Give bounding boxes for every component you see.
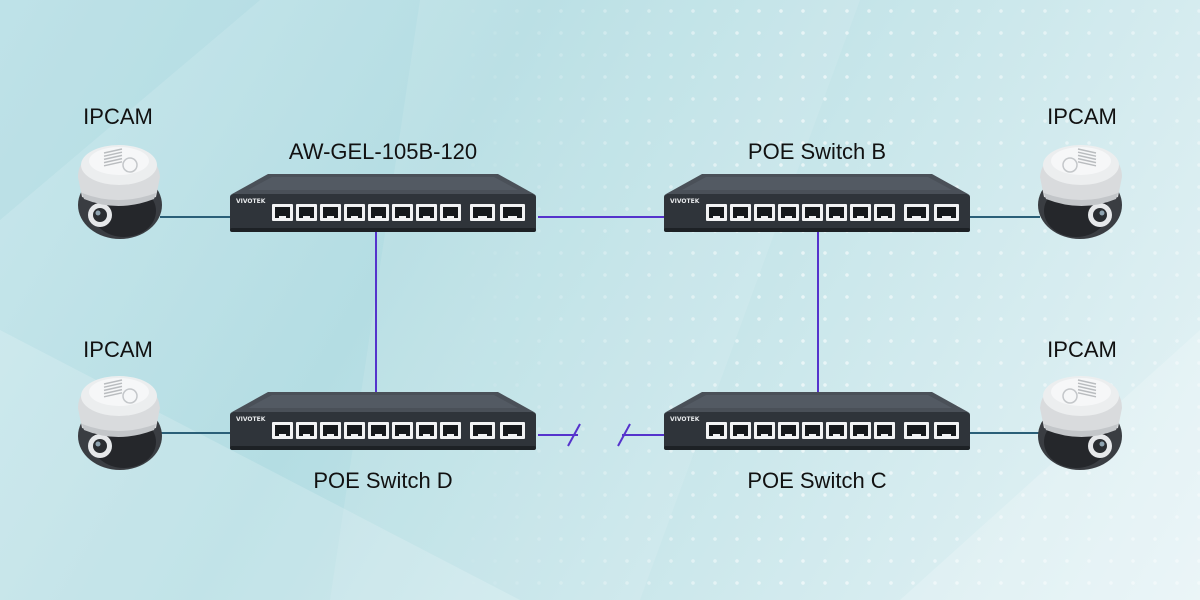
switch-d-label: POE Switch D bbox=[313, 468, 453, 493]
switch-uplink-port bbox=[500, 204, 525, 221]
link-break-mark-left bbox=[567, 423, 581, 447]
poe-switch-b: VIVOTEK bbox=[662, 172, 972, 242]
ipcam-bottom-left bbox=[70, 366, 166, 478]
switch-brand: VIVOTEK bbox=[670, 416, 700, 423]
switch-uplink-port bbox=[470, 422, 495, 439]
switch-port bbox=[440, 422, 461, 439]
switch-uplink-port bbox=[934, 204, 959, 221]
switch-port bbox=[440, 204, 461, 221]
switch-port bbox=[754, 204, 775, 221]
switch-port bbox=[706, 422, 727, 439]
ipcam-bottom-right-label: IPCAM bbox=[1047, 337, 1117, 362]
poe-switch-c: VIVOTEK bbox=[662, 390, 972, 460]
switch-port bbox=[826, 204, 847, 221]
switch-port bbox=[320, 204, 341, 221]
switch-port bbox=[416, 422, 437, 439]
switch-uplink-port bbox=[904, 422, 929, 439]
switch-aw-gel-105b-120: VIVOTEK bbox=[228, 172, 538, 242]
switch-port bbox=[730, 204, 751, 221]
ipcam-top-left bbox=[70, 135, 166, 247]
link-break-mark-right bbox=[617, 423, 631, 447]
switch-port bbox=[320, 422, 341, 439]
switch-port bbox=[296, 204, 317, 221]
switch-c-label: POE Switch C bbox=[747, 468, 887, 493]
switch-a-label: AW-GEL-105B-120 bbox=[288, 139, 478, 164]
switch-port bbox=[368, 204, 389, 221]
switch-port bbox=[778, 204, 799, 221]
switch-port bbox=[802, 204, 823, 221]
switch-port bbox=[344, 422, 365, 439]
switch-uplink-port bbox=[934, 422, 959, 439]
switch-port bbox=[416, 204, 437, 221]
switch-port bbox=[730, 422, 751, 439]
ipcam-top-left-label: IPCAM bbox=[83, 104, 153, 129]
switch-uplink-port bbox=[470, 204, 495, 221]
switch-port bbox=[850, 422, 871, 439]
switch-brand: VIVOTEK bbox=[236, 198, 266, 205]
ipcam-bottom-right bbox=[1034, 366, 1130, 478]
switch-port bbox=[272, 204, 293, 221]
switch-port bbox=[392, 422, 413, 439]
switch-uplink-port bbox=[904, 204, 929, 221]
switch-port bbox=[706, 204, 727, 221]
switch-brand: VIVOTEK bbox=[670, 198, 700, 205]
switch-brand: VIVOTEK bbox=[236, 416, 266, 423]
ipcam-top-right bbox=[1034, 135, 1130, 247]
poe-switch-d: VIVOTEK bbox=[228, 390, 538, 460]
switch-port bbox=[874, 422, 895, 439]
ipcam-bottom-left-label: IPCAM bbox=[83, 337, 153, 362]
switch-port bbox=[778, 422, 799, 439]
switch-port bbox=[344, 204, 365, 221]
switch-port bbox=[368, 422, 389, 439]
switch-port bbox=[826, 422, 847, 439]
switch-port bbox=[392, 204, 413, 221]
switch-port bbox=[802, 422, 823, 439]
switch-port bbox=[874, 204, 895, 221]
ipcam-top-right-label: IPCAM bbox=[1047, 104, 1117, 129]
switch-port bbox=[272, 422, 293, 439]
switch-uplink-port bbox=[500, 422, 525, 439]
switch-b-label: POE Switch B bbox=[747, 139, 887, 164]
switch-port bbox=[754, 422, 775, 439]
switch-port bbox=[850, 204, 871, 221]
switch-port bbox=[296, 422, 317, 439]
